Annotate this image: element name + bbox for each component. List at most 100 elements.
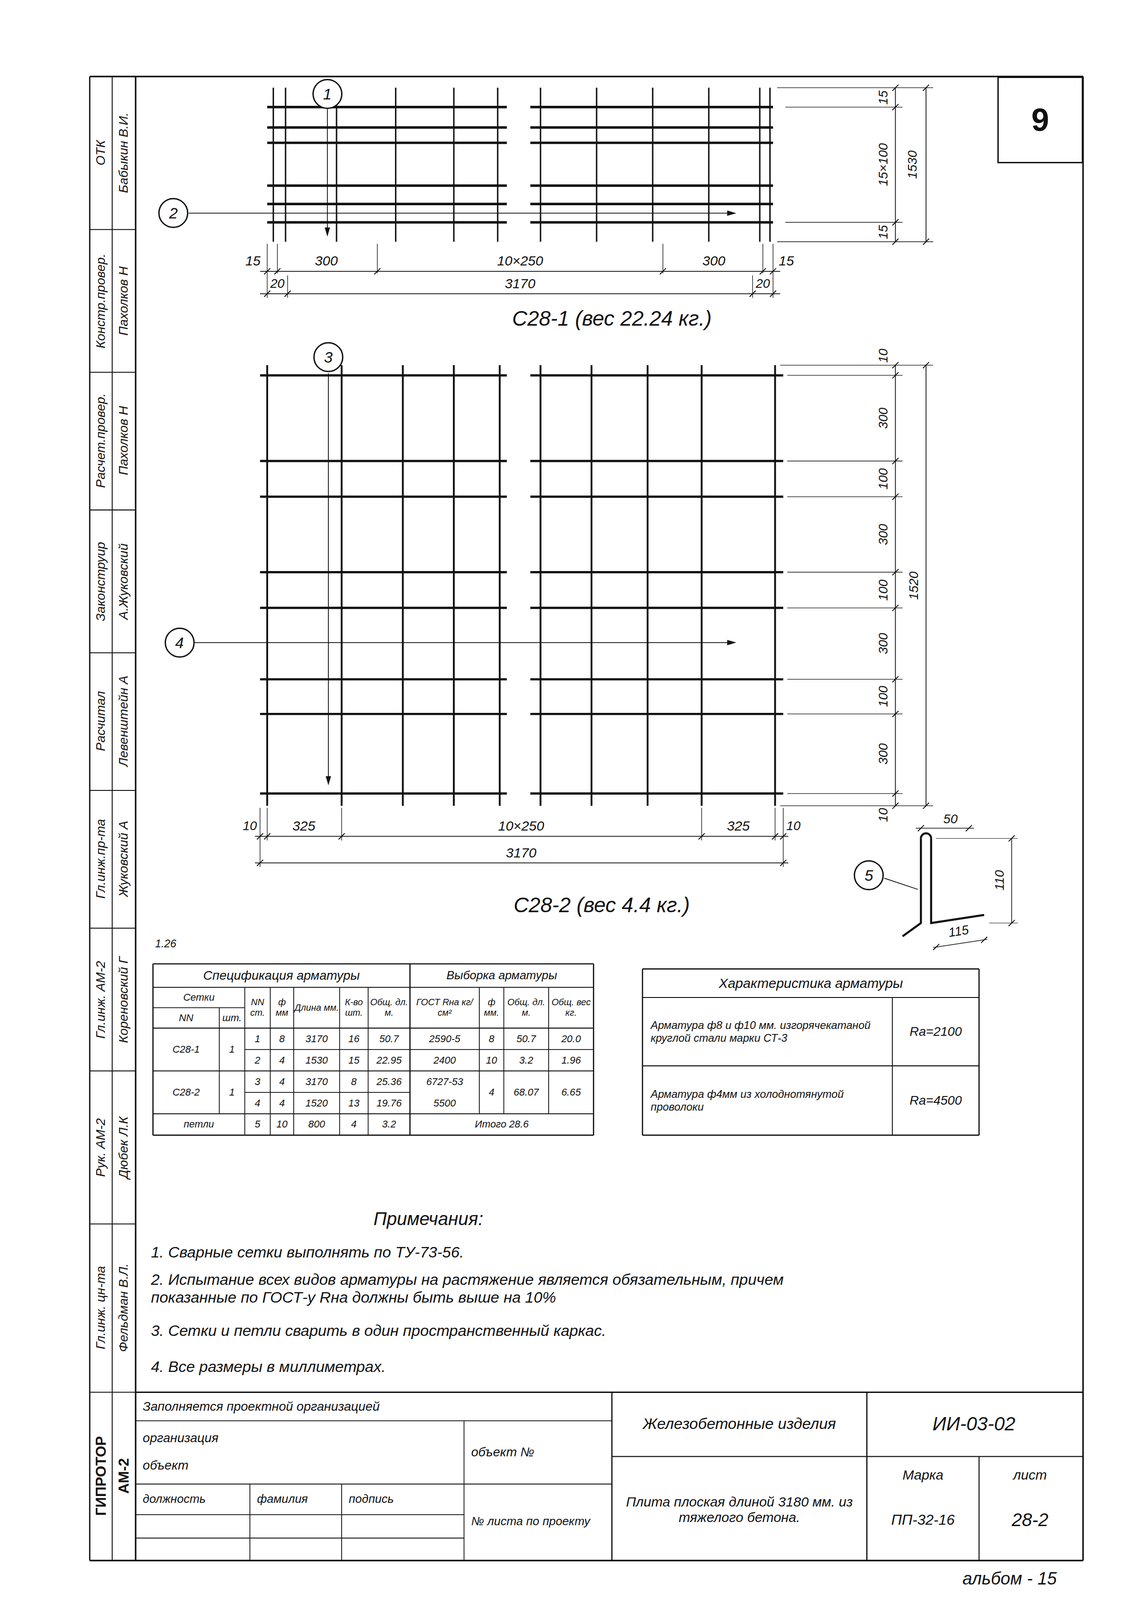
rebar-bar <box>652 87 654 242</box>
dimension-line <box>254 835 789 837</box>
rebar-bar <box>539 365 542 806</box>
rebar-bar <box>267 202 508 206</box>
leader-line <box>188 212 733 214</box>
dimension-text: 20 <box>270 276 285 291</box>
table-line <box>244 1048 594 1050</box>
rebar-bar <box>285 87 287 242</box>
dimension-text: 1530 <box>905 150 920 179</box>
leader-line <box>194 642 733 644</box>
extension-line <box>787 607 903 608</box>
dimension-text: 3170 <box>505 844 537 861</box>
dimension-line <box>259 270 780 272</box>
dimension-text: 300 <box>315 253 338 270</box>
rebar-bar <box>259 678 507 681</box>
title-block-line <box>135 1391 1083 1393</box>
rebar-bar <box>769 87 771 242</box>
extension-line <box>777 87 934 89</box>
title-block-text: фамилия <box>257 1492 308 1506</box>
leader-line <box>327 373 329 781</box>
rebar-bar <box>774 365 777 806</box>
table-cell: 50.7 <box>516 1032 536 1045</box>
dimension-line <box>895 87 897 242</box>
title-block-text: подпись <box>348 1492 395 1506</box>
stamp-text: Кореновский Г <box>115 956 131 1043</box>
extension-line <box>774 807 776 841</box>
extension-line <box>259 807 261 867</box>
rebar-bar <box>530 606 784 609</box>
leader-line <box>326 108 328 233</box>
stamp-line <box>89 228 136 230</box>
frame-line <box>88 76 91 1561</box>
callout-number: 2 <box>169 205 178 221</box>
table-cell: 8 <box>488 1032 495 1045</box>
dimension-text: 10×250 <box>498 818 545 835</box>
stamp-text: Рук. АМ-2 <box>93 1118 109 1177</box>
table-cell: петли <box>183 1118 215 1131</box>
rebar-bar <box>530 678 784 681</box>
dimension-text: 15 <box>875 90 891 105</box>
dimension-text: 10 <box>875 348 891 364</box>
table-cell: NN ст. <box>245 996 270 1018</box>
title-block-line <box>135 1514 464 1515</box>
rebar-bar <box>267 141 508 144</box>
stamp-text: Дюбек Л.К <box>115 1115 131 1179</box>
rebar-bar <box>259 570 507 574</box>
rebar-bar <box>394 87 397 242</box>
dimension-text: 10×250 <box>497 253 544 270</box>
stamp-text: Фельдман В.Л. <box>115 1263 131 1352</box>
rebar-bar <box>340 365 343 806</box>
stamp-text: Левенштейн А <box>115 675 131 767</box>
title-block-line <box>978 1456 980 1561</box>
note-text: Примечания: <box>373 1208 484 1230</box>
extension-line <box>752 275 753 298</box>
extension-line <box>785 222 903 223</box>
table-line <box>269 987 271 1136</box>
loop-bar <box>920 833 931 839</box>
rebar-bar <box>530 202 774 206</box>
dimension-line <box>933 939 988 948</box>
title-block-text: объект № <box>471 1444 535 1460</box>
table-cell: ф мм <box>270 996 294 1018</box>
extension-line <box>787 571 903 573</box>
extension-line <box>783 807 784 867</box>
drawing-group <box>89 76 1084 1561</box>
dimension-line <box>925 87 927 242</box>
rebar-bar <box>530 184 774 187</box>
table-cell: ГОСТ Rнa кг/см² <box>410 996 479 1018</box>
rebar-bar <box>530 221 774 224</box>
table-line <box>367 987 369 1136</box>
table-cell: 68.07 <box>513 1086 539 1098</box>
table-cell: 3 <box>254 1075 261 1088</box>
table-cell: 3.2 <box>519 1054 534 1066</box>
rebar-bar <box>267 126 508 129</box>
frame-line <box>1082 76 1084 1561</box>
table-cell: 4 <box>279 1054 285 1066</box>
dimension-tick <box>980 936 987 943</box>
dimension-text: 325 <box>726 818 750 835</box>
dimension-text: 100 <box>875 579 891 601</box>
stamp-line <box>89 1070 136 1072</box>
table-line <box>409 963 411 1136</box>
dimension-text: 300 <box>875 407 891 430</box>
frame-line <box>111 76 113 1561</box>
stamp-line <box>89 371 136 373</box>
extension-line <box>787 679 903 680</box>
table-cell: 1.96 <box>561 1054 582 1066</box>
title-block-text: Марка <box>902 1466 944 1483</box>
extension-line <box>762 243 763 274</box>
dimension-text: 300 <box>875 742 891 765</box>
table-cell: шт. <box>222 1011 242 1024</box>
stamp-text: Гл.инж.пр-та <box>93 819 109 899</box>
table-line <box>503 987 505 1114</box>
dimension-text: 20 <box>755 276 770 291</box>
title-block-text: организация <box>142 1430 219 1446</box>
frame-line <box>89 75 1084 78</box>
dimension-text: 115 <box>947 922 970 940</box>
table-cell: 19.76 <box>376 1097 402 1109</box>
table-cell: Арматура ф4мм из холоднотянутой проволок… <box>650 1087 888 1113</box>
dimension-text: 10 <box>786 818 801 834</box>
rebar-bar <box>267 221 508 224</box>
dimension-text: 15×100 <box>875 143 891 187</box>
table-cell: С28-1 <box>172 1043 200 1055</box>
table-line <box>218 1007 220 1114</box>
